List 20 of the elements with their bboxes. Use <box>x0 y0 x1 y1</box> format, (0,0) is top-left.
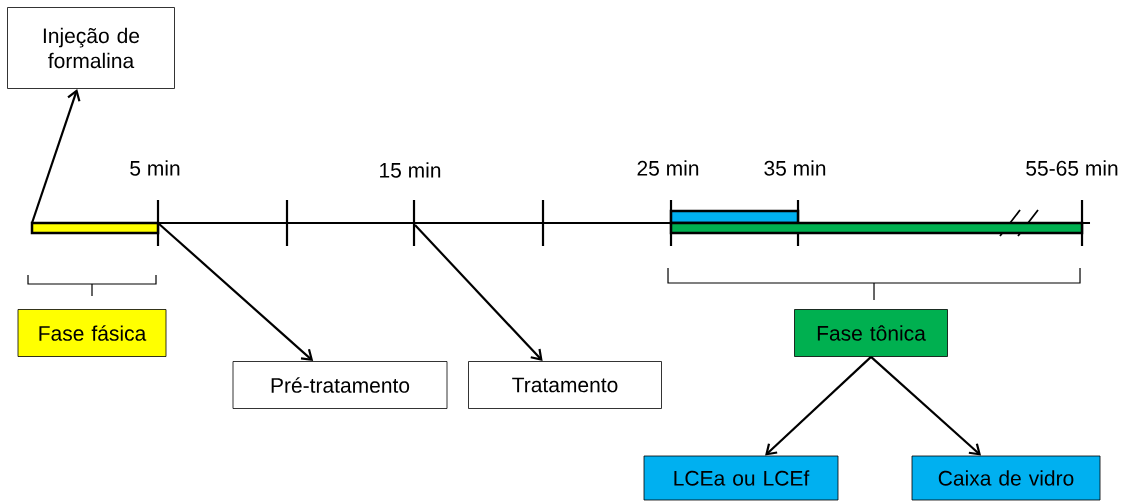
arrow <box>765 356 872 456</box>
phase-bar <box>669 221 1084 235</box>
time-label: 5 min <box>130 160 180 176</box>
label-box: Fase fásica <box>17 309 167 357</box>
arrow <box>157 222 314 362</box>
phase-bar <box>669 209 800 225</box>
time-label: 55-65 min <box>1026 160 1118 176</box>
label-box: Injeção de formalina <box>7 7 175 89</box>
arrow <box>30 88 81 224</box>
label-box: LCEa ou LCEf <box>643 455 839 501</box>
label-box: Caixa de vidro <box>911 455 1101 501</box>
label-box: Tratamento <box>468 361 662 409</box>
phase-bar <box>30 221 160 235</box>
arrow <box>414 224 543 362</box>
label-box: Fase tônica <box>794 309 948 357</box>
time-label: 35 min <box>764 160 826 176</box>
time-label: 25 min <box>637 160 699 176</box>
time-label: 15 min <box>380 162 441 178</box>
label-box: Pré-tratamento <box>232 361 448 409</box>
arrow <box>870 356 982 456</box>
